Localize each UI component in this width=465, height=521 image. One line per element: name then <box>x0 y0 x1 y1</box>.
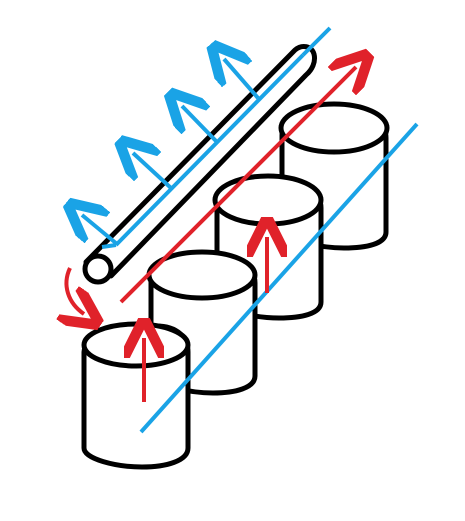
red-diagonal-arrow <box>119 67 356 304</box>
tube-axis-extension <box>301 26 332 57</box>
blue-normal-arrow <box>224 59 260 100</box>
tilted-tube <box>82 26 332 285</box>
red-curved-arrow <box>66 267 84 314</box>
blue-normal-arrow <box>182 106 218 143</box>
blue-normal-arrow <box>133 153 173 190</box>
tube-axis-end-cap <box>101 243 117 249</box>
blue-normal-arrows <box>82 59 260 246</box>
blue-normal-arrow <box>82 215 119 246</box>
tube-axis-line <box>114 53 305 247</box>
blue-diagonal-line <box>139 122 419 434</box>
